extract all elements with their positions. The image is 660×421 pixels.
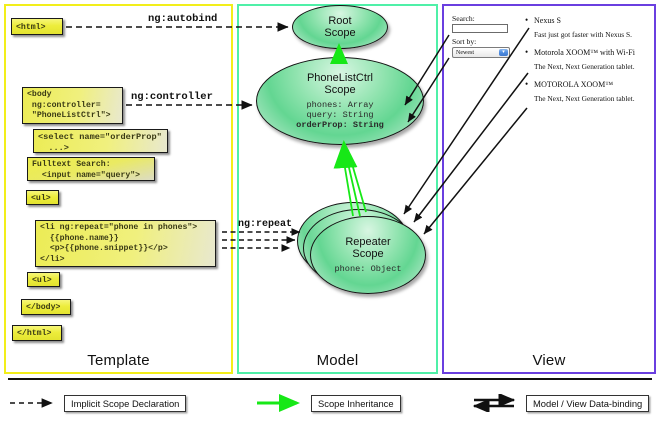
chevron-updown-icon: ▾ [499, 49, 508, 56]
view-app-mock: Search: Sort by: Newest ▾ Nexus S Fast j… [452, 14, 648, 346]
legend-label-scope-inheritance: Scope Inheritance [311, 394, 401, 412]
prop-phone: phone: Object [334, 263, 402, 274]
prop-orderprop: orderProp: String [296, 120, 384, 131]
phone-snippet: The Next, Next Generation tablet. [534, 94, 635, 103]
code-box-html-open[interactable]: <html> [11, 18, 63, 35]
scope-repeater-props: phone: Object [334, 264, 401, 274]
panel-template: Template [4, 4, 233, 374]
code-box-body-controller[interactable]: <body ng:controller= "PhoneListCtrl"> [22, 87, 123, 124]
panel-view: View Search: Sort by: Newest ▾ Nexus S F… [442, 4, 656, 374]
legend: Implicit Scope Declaration Scope Inherit… [0, 376, 660, 421]
panel-view-label: View [532, 352, 566, 369]
legend-label-model-view-data-binding: Model / View Data-binding [526, 394, 650, 412]
prop-phones: phones: Array [306, 99, 374, 110]
search-label: Search: [452, 14, 475, 23]
code-box-html-close[interactable]: </html> [12, 325, 62, 341]
sort-select-value: Newest [456, 49, 474, 56]
label-ng-controller: ng:controller [131, 91, 213, 103]
phone-name: Motorola XOOM™ with Wi-Fi [524, 47, 646, 57]
list-item[interactable]: Motorola XOOM™ with Wi-Fi The Next, Next… [524, 47, 646, 71]
sort-select[interactable]: Newest ▾ [452, 47, 510, 58]
label-ng-repeat: ng:repeat [238, 219, 293, 230]
legend-item-model-view-data-binding: Model / View Data-binding [470, 392, 650, 414]
panel-template-label: Template [87, 352, 150, 369]
list-item[interactable]: MOTOROLA XOOM™ The Next, Next Generation… [524, 79, 646, 103]
code-box-select-orderprop[interactable]: <select name="orderProp" ...> [33, 129, 168, 153]
legend-divider [8, 378, 652, 380]
scope-phonelistctrl-props: phones: Array query: String orderProp: S… [296, 100, 384, 131]
prop-query: query: String [306, 109, 374, 120]
dashed-arrow-icon [8, 394, 60, 412]
label-ng-autobind: ng:autobind [148, 13, 218, 25]
code-box-ul-open[interactable]: <ul> [26, 190, 59, 205]
code-box-body-close[interactable]: </body> [21, 299, 71, 315]
phone-snippet: The Next, Next Generation tablet. [534, 62, 635, 71]
code-box-ul-close[interactable]: <ul> [27, 272, 60, 287]
double-arrow-icon [470, 392, 522, 414]
code-box-li-repeat[interactable]: <li ng:repeat="phone in phones"> {{phone… [35, 220, 216, 267]
search-input[interactable] [452, 24, 508, 33]
legend-item-implicit-scope-declaration: Implicit Scope Declaration [8, 394, 187, 412]
green-arrow-icon [255, 394, 307, 412]
phone-list: Nexus S Fast just got faster with Nexus … [524, 15, 646, 112]
legend-label-implicit-scope-declaration: Implicit Scope Declaration [64, 394, 187, 412]
code-box-fulltext-search[interactable]: Fulltext Search: <input name="query"> [27, 157, 155, 181]
legend-item-scope-inheritance: Scope Inheritance [255, 394, 401, 412]
phone-name: Nexus S [524, 15, 646, 25]
list-item[interactable]: Nexus S Fast just got faster with Nexus … [524, 15, 646, 39]
panel-model-label: Model [316, 352, 359, 369]
phone-name: MOTOROLA XOOM™ [524, 79, 646, 89]
phone-snippet: Fast just got faster with Nexus S. [534, 30, 632, 39]
